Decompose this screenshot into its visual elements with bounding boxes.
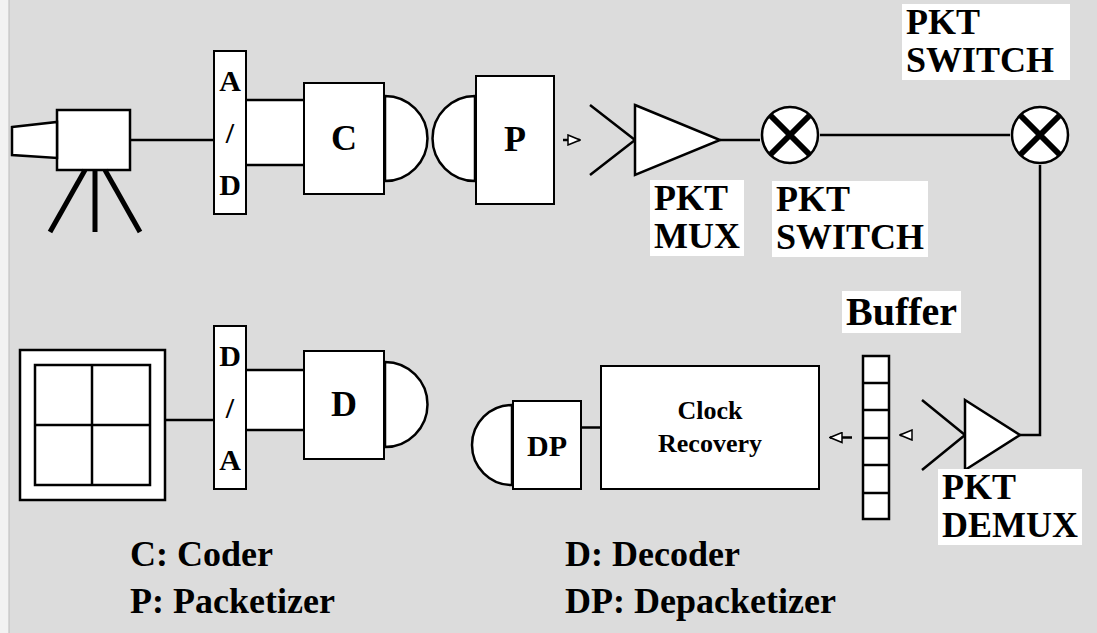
video-monitor — [20, 350, 165, 500]
part-name: Buffer — [842, 291, 961, 333]
switch-cross — [770, 115, 810, 155]
part-name: PKT SWITCH — [902, 4, 1070, 80]
switch-circle — [1012, 107, 1068, 163]
slide-stripe — [0, 0, 9, 633]
slide-stripe-edge — [9, 0, 10, 633]
switch-outline — [760, 105, 820, 165]
switch-symbol: PKT SWITCH — [760, 105, 820, 165]
buffer-slot — [863, 464, 889, 467]
monitor-wire — [165, 419, 213, 422]
mux-outline — [588, 100, 720, 180]
switch-symbol: PKT SWITCH — [1010, 105, 1070, 165]
demux-triangle — [965, 400, 1020, 470]
signal-line — [820, 134, 1010, 137]
signal-line — [582, 426, 600, 429]
packetizer-socket — [433, 96, 475, 181]
coder-plug — [385, 96, 427, 181]
buffer-slot — [863, 437, 889, 440]
plug-connector — [245, 100, 305, 165]
box-label: P — [504, 120, 526, 160]
box-label: DP — [527, 429, 567, 462]
abbreviation-key: C: Coder — [130, 533, 273, 575]
signal-line — [1020, 165, 1040, 435]
buffer-slot — [863, 382, 889, 385]
demux-symbol: PKT DEMUX — [920, 395, 1020, 475]
part-name: PKT DEMUX — [938, 469, 1082, 545]
signal-line — [900, 434, 910, 437]
process-box: Clock Recovery — [600, 365, 820, 490]
switch-circle — [762, 107, 818, 163]
plug-connector — [245, 370, 305, 430]
demux-outline — [920, 395, 1020, 475]
switch-cross — [1020, 115, 1060, 155]
signal-line — [720, 139, 760, 142]
buffer-outline — [863, 356, 889, 519]
signal-line — [563, 139, 580, 142]
switch-outline — [1010, 105, 1070, 165]
depacketizer-socket — [472, 405, 512, 485]
process-box: D — [303, 350, 385, 460]
part-name: PKT MUX — [650, 180, 744, 256]
box-label: D / A — [219, 330, 241, 486]
buffer-symbol: Buffer — [862, 355, 890, 520]
box-label: C — [331, 119, 357, 159]
mux-mouth — [590, 105, 635, 175]
mux-triangle — [635, 105, 720, 175]
abbreviation-key: DP: Depacketizer — [565, 580, 836, 622]
buffer-slot — [863, 409, 889, 412]
abbreviation-key: D: Decoder — [565, 533, 740, 575]
process-box: A / D — [213, 50, 247, 215]
box-label: Clock Recovery — [658, 395, 762, 460]
demux-mouth — [922, 400, 965, 470]
decoder-plug — [385, 362, 428, 447]
box-label: D — [331, 385, 357, 425]
buffer-outline — [862, 355, 890, 520]
box-label: A / D — [219, 55, 241, 211]
mux-symbol: PKT MUX — [588, 100, 720, 180]
process-box: D / A — [213, 325, 247, 490]
video-camera — [12, 110, 140, 232]
process-box: DP — [512, 400, 582, 490]
part-name: PKT SWITCH — [772, 181, 928, 257]
abbreviation-key: P: Packetizer — [130, 580, 335, 622]
camera-wire — [130, 139, 213, 142]
signal-line — [830, 436, 852, 439]
process-box: P — [475, 75, 555, 205]
process-box: C — [303, 82, 385, 195]
buffer-slot — [863, 492, 889, 495]
